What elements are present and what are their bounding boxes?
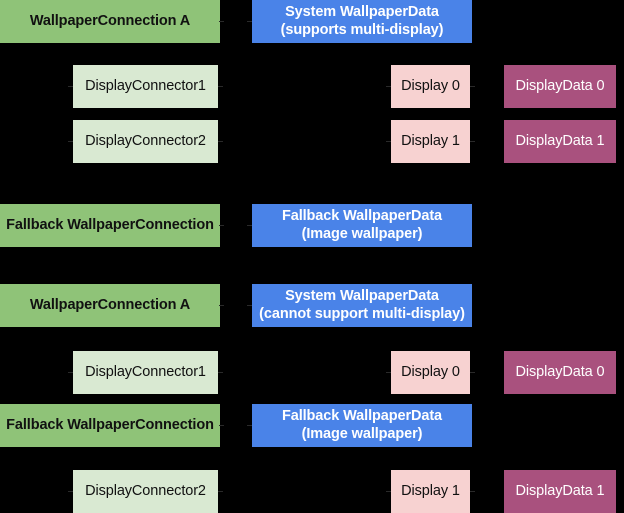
edge-stub	[470, 141, 475, 142]
node-display-connector1-1: DisplayConnector1	[73, 65, 218, 108]
node-label: DisplayData 1	[515, 132, 605, 149]
edge-stub	[247, 425, 252, 426]
edge-stub	[247, 305, 252, 306]
node-label: Fallback WallpaperConnection	[6, 416, 214, 433]
node-label: DisplayConnector2	[85, 482, 206, 499]
node-label: DisplayData 0	[515, 363, 605, 380]
node-label: DisplayConnector1	[85, 363, 206, 380]
node-label: Display 1	[401, 132, 460, 149]
edge-stub	[386, 141, 391, 142]
edge-stub	[247, 21, 252, 22]
node-label-line1: System WallpaperData	[285, 288, 439, 305]
node-fallback-wallpaper-connection-2: Fallback WallpaperConnection	[0, 404, 220, 447]
edge-stub	[386, 372, 391, 373]
node-label-line1: Fallback WallpaperData	[281, 408, 443, 425]
node-label-line1: System WallpaperData	[285, 4, 439, 21]
edge-stub	[219, 425, 224, 426]
node-fallback-wallpaperdata-2: Fallback WallpaperData(Image wallpaper)	[252, 404, 472, 447]
edge-stub	[470, 491, 475, 492]
edge-stub	[218, 491, 223, 492]
node-display-0-1: Display 0	[391, 65, 470, 108]
node-label: DisplayConnector1	[85, 77, 206, 94]
node-label: WallpaperConnection A	[29, 296, 191, 313]
node-display-0-2: Display 0	[391, 351, 470, 394]
node-label-line2: (Image wallpaper)	[301, 225, 423, 242]
node-display-data-0-1: DisplayData 0	[504, 65, 616, 108]
node-display-connector2-1: DisplayConnector2	[73, 120, 218, 163]
node-display-data-0-2: DisplayData 0	[504, 351, 616, 394]
node-system-wallpaperdata-supports: System WallpaperData(supports multi-disp…	[252, 0, 472, 43]
node-fallback-wallpaper-connection-1: Fallback WallpaperConnection	[0, 204, 220, 247]
node-label: DisplayData 0	[515, 77, 605, 94]
edge-stub	[219, 305, 224, 306]
edge-stub	[68, 141, 73, 142]
node-system-wallpaperdata-cannot: System WallpaperData(cannot support mult…	[252, 284, 472, 327]
edge-stub	[219, 21, 224, 22]
node-display-1-2: Display 1	[391, 470, 470, 513]
node-display-connector1-2: DisplayConnector1	[73, 351, 218, 394]
edge-stub	[218, 86, 223, 87]
node-label: WallpaperConnection A	[29, 12, 191, 29]
edge-stub	[470, 86, 475, 87]
edge-stub	[219, 225, 224, 226]
node-display-connector2-2: DisplayConnector2	[73, 470, 218, 513]
node-display-data-1-2: DisplayData 1	[504, 470, 616, 513]
edge-stub	[68, 372, 73, 373]
edge-stub	[68, 491, 73, 492]
node-wallpaper-connection-a-2: WallpaperConnection A	[0, 284, 220, 327]
node-label: Display 1	[401, 482, 460, 499]
edge-stub	[68, 86, 73, 87]
node-label-line1: Fallback WallpaperData	[281, 208, 443, 225]
edge-stub	[386, 86, 391, 87]
edge-stub	[247, 225, 252, 226]
edge-stub	[470, 372, 475, 373]
edge-stub	[218, 372, 223, 373]
node-label: Fallback WallpaperConnection	[6, 216, 214, 233]
node-label-line2: (Image wallpaper)	[301, 425, 423, 442]
node-display-data-1-1: DisplayData 1	[504, 120, 616, 163]
node-label-line2: (supports multi-display)	[280, 21, 444, 38]
edge-stub	[386, 491, 391, 492]
edge-stub	[218, 141, 223, 142]
node-label-line2: (cannot support multi-display)	[259, 305, 465, 322]
node-label: Display 0	[401, 363, 460, 380]
node-fallback-wallpaperdata-1: Fallback WallpaperData(Image wallpaper)	[252, 204, 472, 247]
node-display-1-1: Display 1	[391, 120, 470, 163]
node-label: Display 0	[401, 77, 460, 94]
node-wallpaper-connection-a-1: WallpaperConnection A	[0, 0, 220, 43]
node-label: DisplayConnector2	[85, 132, 206, 149]
node-label: DisplayData 1	[515, 482, 605, 499]
